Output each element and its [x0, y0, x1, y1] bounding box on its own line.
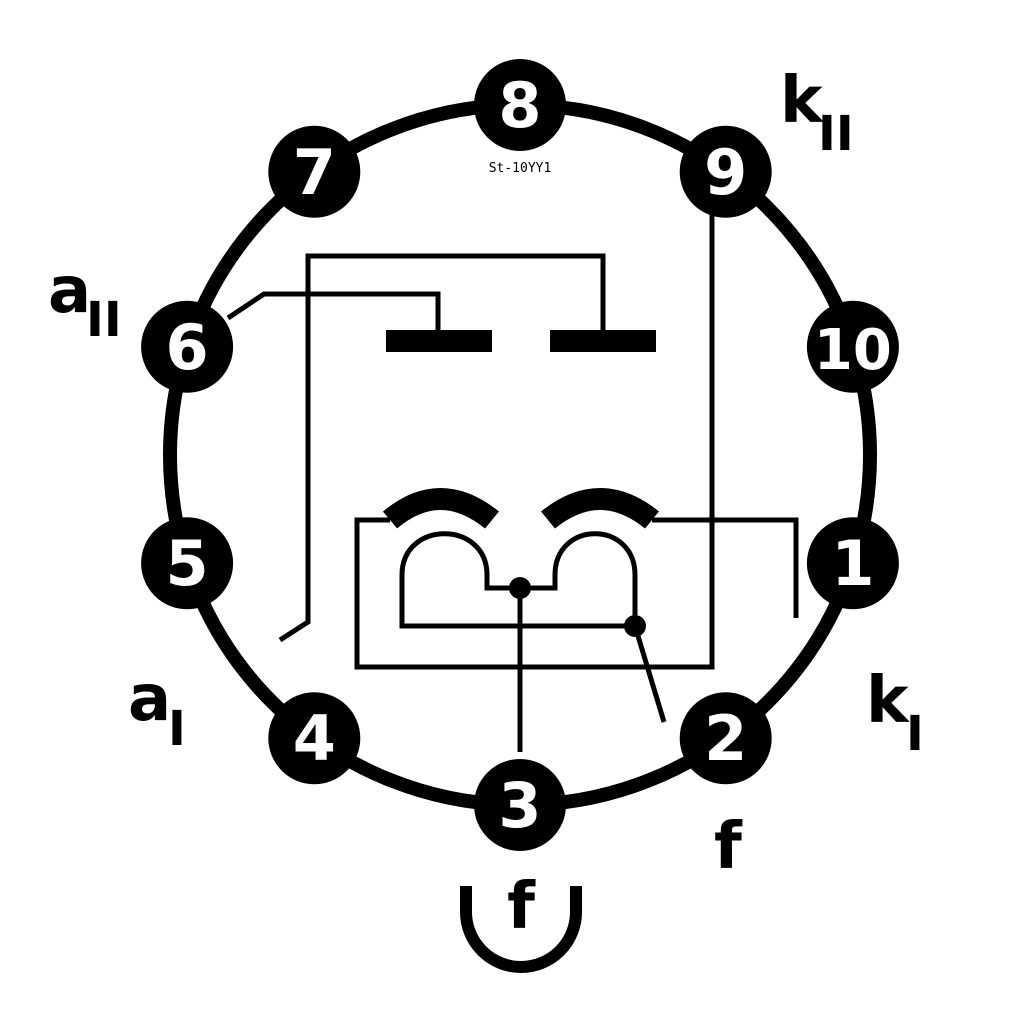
pin-circle	[141, 300, 234, 393]
heater-symbol	[460, 886, 582, 973]
anode-plate	[386, 330, 492, 352]
label-a2: a	[48, 254, 91, 328]
pin-number: 6	[166, 311, 209, 384]
cathode-arc	[541, 488, 659, 529]
heater-junction-dot	[624, 615, 646, 637]
pin-9: 9	[679, 125, 772, 218]
pin-number: 8	[498, 69, 541, 142]
label-a2-sub: II	[86, 292, 122, 348]
pin-circle	[474, 759, 566, 851]
pin-circle	[806, 300, 899, 393]
pin-number: 5	[166, 527, 209, 600]
pin-number: 4	[293, 702, 336, 775]
wire-pin2-heater	[632, 625, 667, 723]
label-k2: k	[780, 64, 824, 138]
pin-5: 5	[141, 517, 234, 610]
label-k1-sub: I	[906, 706, 924, 762]
pin-number: 1	[831, 527, 874, 600]
label-k2-sub: II	[818, 106, 854, 162]
pin-7: 7	[268, 125, 361, 218]
label-k1: k	[866, 664, 910, 738]
label-f-pin2: f	[714, 810, 743, 884]
pin-1: 1	[806, 517, 899, 610]
pin-number: 10	[814, 318, 892, 383]
pin-3: 3	[474, 759, 566, 851]
cathode-arc	[382, 488, 499, 529]
wire-pin1-cathode	[652, 517, 799, 618]
pin-circle	[679, 125, 772, 218]
heater-junction-dot	[509, 577, 531, 599]
pin-circle	[268, 125, 361, 218]
wire-pin9-cathode	[354, 185, 715, 670]
pin-circle	[806, 517, 899, 610]
anode-plate	[550, 330, 656, 352]
wire-pin5-anode	[278, 253, 606, 643]
label-f-bottom: f	[507, 870, 536, 944]
pin-number: 9	[704, 136, 747, 209]
tube-code: St-10YY1	[489, 161, 552, 176]
pin-number: 7	[293, 136, 336, 209]
pin-number: 2	[704, 702, 747, 775]
pin-6: 6	[141, 300, 234, 393]
pin-circle	[268, 692, 361, 785]
wire-pin6-anode	[226, 291, 441, 333]
pin-8: 8	[474, 59, 566, 151]
pin-2: 2	[679, 692, 772, 785]
pin-circle	[141, 517, 234, 610]
pin-4: 4	[268, 692, 361, 785]
pins: 8 9 10 1 2 3 4 5 6 7	[141, 59, 899, 851]
label-a1: a	[128, 662, 171, 736]
pin-10: 10	[806, 300, 899, 393]
pin-number: 3	[498, 769, 541, 842]
label-a1-sub: I	[168, 701, 186, 757]
internal-wiring	[226, 185, 799, 752]
pin-circle	[474, 59, 566, 151]
pin-circle	[679, 692, 772, 785]
